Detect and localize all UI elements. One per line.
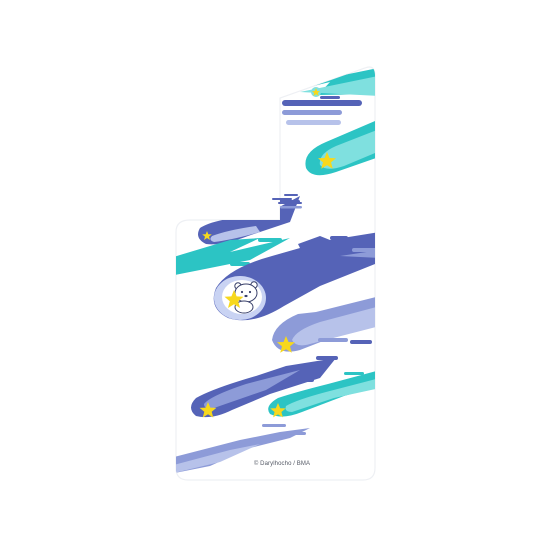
copyright-notice: © Darylhocho / BMA <box>253 461 311 467</box>
dotted-trail <box>272 194 302 204</box>
bottom-streak <box>176 424 310 474</box>
star-icon <box>318 152 336 169</box>
star-icon <box>224 290 244 308</box>
comet-lower-teal <box>268 370 375 418</box>
comet-right-teal <box>305 118 375 176</box>
comet-right-middle <box>272 296 375 353</box>
star-icon <box>199 402 217 418</box>
comet-artwork <box>176 68 375 474</box>
teal-streaks <box>176 238 290 276</box>
comet-upper-left <box>198 196 302 245</box>
star-icon <box>202 231 212 240</box>
comet-bear <box>213 232 375 321</box>
star-icon <box>277 336 295 353</box>
comet-lower-indigo <box>191 356 338 418</box>
star-icon <box>270 403 286 418</box>
comet-top-teal <box>282 68 375 125</box>
star-icon <box>312 88 320 96</box>
